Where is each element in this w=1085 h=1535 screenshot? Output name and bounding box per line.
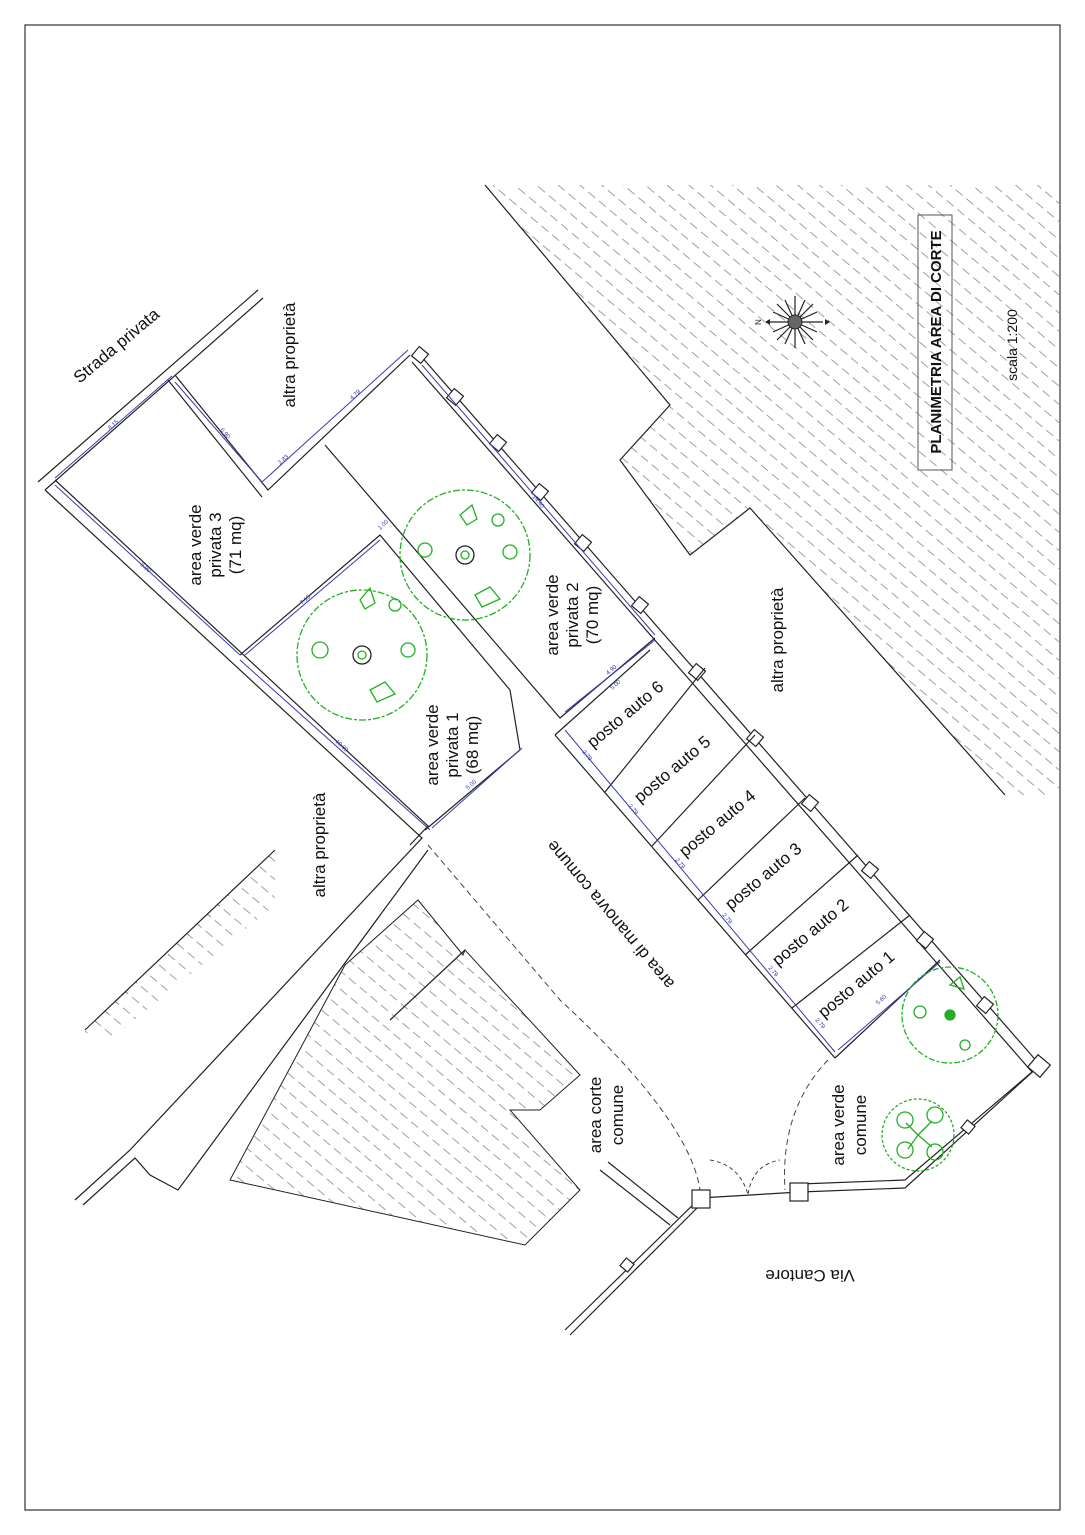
- dimension-label: 4.79: [349, 389, 362, 402]
- street-label-via-cantore: Via Cantore: [765, 1266, 854, 1285]
- tree-icon: [296, 586, 428, 721]
- area-label-line: area verde: [543, 574, 562, 655]
- drawing-title: PLANIMETRIA AREA DI CORTE: [928, 230, 945, 453]
- area-label-line: comune: [851, 1095, 870, 1155]
- area-label-line: privata 3: [206, 512, 225, 577]
- dimension-label: 1.00: [377, 519, 390, 532]
- dimension-label: 5.00: [465, 779, 478, 792]
- dimension-label: 5.60: [875, 994, 888, 1007]
- title-box: [917, 214, 953, 471]
- area-label-line: privata 2: [563, 582, 582, 647]
- area-size: (68 mq): [463, 716, 482, 775]
- dimension-label: 2.79: [626, 803, 639, 816]
- wall-pillars: [410, 345, 1052, 1273]
- other-property-label: altra proprietà: [310, 792, 329, 897]
- bush-icon: [881, 1098, 955, 1172]
- common-court-label: area corte comune: [586, 1077, 627, 1154]
- area-size: (71 mq): [226, 516, 245, 575]
- hatched-building: [229, 899, 581, 1246]
- north-arrow-compass: N: [754, 296, 830, 348]
- parking-spot-2-label: posto auto 2: [768, 895, 852, 970]
- dimension-label: 2.79: [720, 912, 733, 925]
- area-label-line: area corte: [586, 1077, 605, 1154]
- dimension-label: 7.15: [299, 594, 312, 607]
- other-property-label: altra proprietà: [768, 587, 787, 692]
- area-label-line: area verde: [186, 504, 205, 585]
- private-green-area-1-label: area verde privata 1 (68 mq): [423, 704, 482, 785]
- hatched-neighbour-left: [80, 849, 280, 1040]
- street-label-strada-privata: Strada privata: [70, 304, 164, 387]
- dimension-label: 2.79: [673, 857, 686, 870]
- area-size: (70 mq): [583, 586, 602, 645]
- private-green-area-2-label: area verde privata 2 (70 mq): [543, 574, 602, 655]
- parking-spot-3-label: posto auto 3: [721, 839, 805, 914]
- dimension-lines: [54, 349, 941, 1053]
- drawing-scale: scala 1:200: [1004, 309, 1020, 381]
- dimension-label: 2.83: [277, 454, 290, 467]
- area-label-line: area verde: [829, 1084, 848, 1165]
- dimension-label: 5.00: [609, 679, 622, 692]
- common-green-label: area verde comune: [829, 1084, 870, 1165]
- north-letter: N: [754, 319, 763, 325]
- area-label-line: area verde: [423, 704, 442, 785]
- private-green-area-3-label: area verde privata 3 (71 mq): [186, 504, 245, 585]
- area-label-line: privata 1: [443, 712, 462, 777]
- maneuver-area-label: area di manovra comune: [543, 837, 678, 993]
- lot-lines: [239, 444, 941, 1196]
- area-label-line: comune: [608, 1085, 627, 1145]
- other-property-label: altra proprietà: [280, 302, 299, 407]
- tree-icon: [901, 966, 999, 1064]
- tree-icon: [399, 489, 531, 621]
- parking-spot-5-label: posto auto 5: [630, 732, 714, 807]
- boundary-walls: [37, 289, 1041, 1336]
- parking-spot-4-label: posto auto 4: [675, 786, 759, 861]
- hatched-neighbour-top-right: [484, 184, 1060, 796]
